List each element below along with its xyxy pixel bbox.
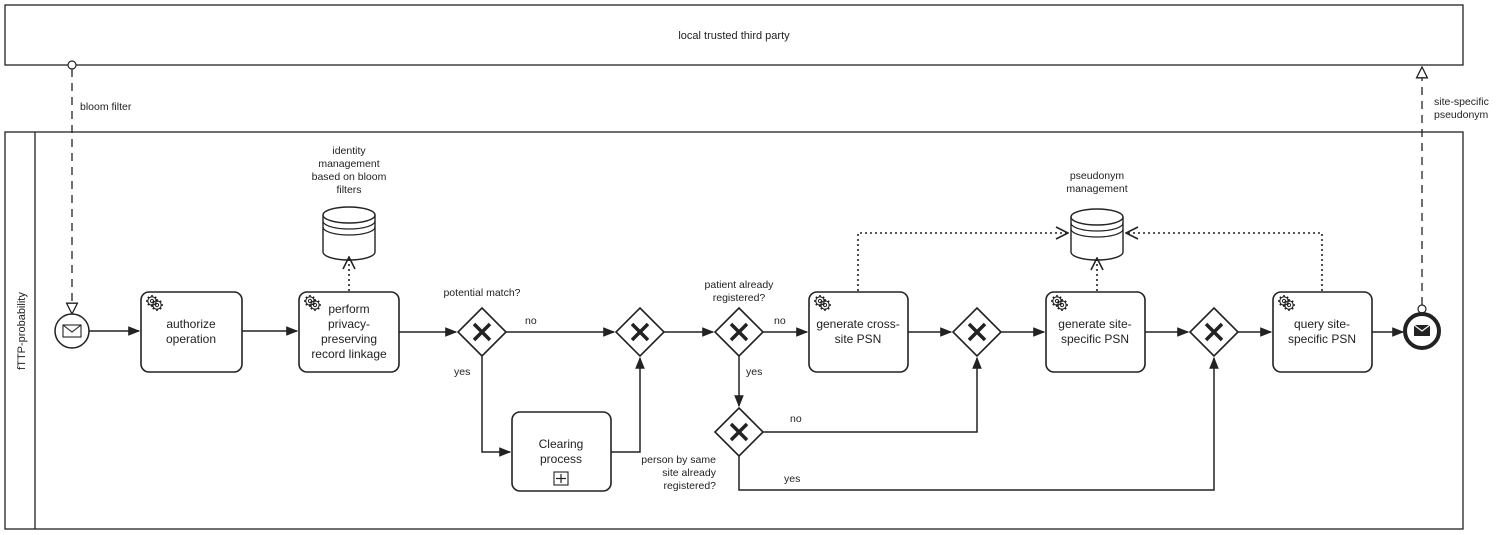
task-authorize-line-2: operation <box>166 332 216 346</box>
gateway-merge-2 <box>951 306 1003 358</box>
subprocess-clearing-line-2: process <box>540 452 582 466</box>
task-query-site-specific-psn: query site- specific PSN <box>1272 291 1373 373</box>
gateway-merge-3 <box>1188 306 1240 358</box>
task-authorize-operation: authorize operation <box>140 291 243 373</box>
task-query-line-1: query site- <box>1294 317 1350 331</box>
task-query-line-2: specific PSN <box>1288 332 1356 346</box>
task-pprl-line-2: privacy- <box>328 317 370 331</box>
flow-label-no-2: no <box>774 315 786 327</box>
data-store-pseudonym-management <box>1070 208 1124 261</box>
pseudonym-store-label-1: pseudonym <box>1070 170 1125 182</box>
site-specific-pseudonym-label-2: pseudonym <box>1434 109 1489 121</box>
data-store-identity-management <box>322 206 376 261</box>
site-specific-pseudonym-label-1: site-specific <box>1434 96 1489 108</box>
task-perform-pprl: perform privacy- preserving record linka… <box>298 291 400 373</box>
task-gen-site-line-2: specific PSN <box>1061 332 1129 346</box>
flow-label-yes-3: yes <box>784 473 800 485</box>
gateway-person-same-site-label-3: registered? <box>663 480 716 492</box>
pool-main-label: fTTP-probability <box>16 292 28 370</box>
gateway-patient-registered-label-2: registered? <box>713 292 766 304</box>
identity-store-label-2: management <box>318 158 379 170</box>
flow-label-yes-1: yes <box>454 366 470 378</box>
gateway-potential-match <box>456 306 508 358</box>
bloom-filter-label: bloom filter <box>80 101 132 113</box>
task-pprl-line-4: record linkage <box>311 347 387 361</box>
sequence-flows <box>89 326 1405 491</box>
end-message-event <box>1403 312 1441 350</box>
pool-external-label: local trusted third party <box>678 30 790 42</box>
pseudonym-store-label-2: management <box>1066 183 1127 195</box>
pool-external <box>4 4 1464 66</box>
flow-label-no-3: no <box>790 413 802 425</box>
subprocess-clearing: Clearing process <box>511 411 612 492</box>
task-authorize-line-1: authorize <box>166 317 216 331</box>
task-generate-site-specific-psn: generate site- specific PSN <box>1045 291 1146 373</box>
gateway-person-same-site-label-1: person by same <box>641 454 716 466</box>
flow-label-no-1: no <box>525 315 537 327</box>
gateway-person-same-site-label-2: site already <box>662 467 716 479</box>
flow-label-yes-2: yes <box>746 366 762 378</box>
gateway-potential-match-label: potential match? <box>443 287 520 299</box>
identity-store-label-3: based on bloom <box>312 171 387 183</box>
task-pprl-line-3: preserving <box>321 332 377 346</box>
identity-store-label-4: filters <box>336 184 361 196</box>
start-message-event <box>54 313 90 349</box>
gateway-patient-registered-label-1: patient already <box>705 279 775 291</box>
gateway-merge-1 <box>614 306 666 358</box>
collapsed-subprocess-icon <box>553 471 569 486</box>
task-generate-cross-site-psn: generate cross- site PSN <box>808 291 909 373</box>
task-gen-cross-line-2: site PSN <box>835 332 882 346</box>
task-pprl-line-1: perform <box>328 302 369 316</box>
identity-store-label-1: identity <box>332 145 366 157</box>
task-gen-site-line-1: generate site- <box>1058 317 1131 331</box>
task-gen-cross-line-1: generate cross- <box>816 317 899 331</box>
subprocess-clearing-line-1: Clearing <box>539 437 584 451</box>
